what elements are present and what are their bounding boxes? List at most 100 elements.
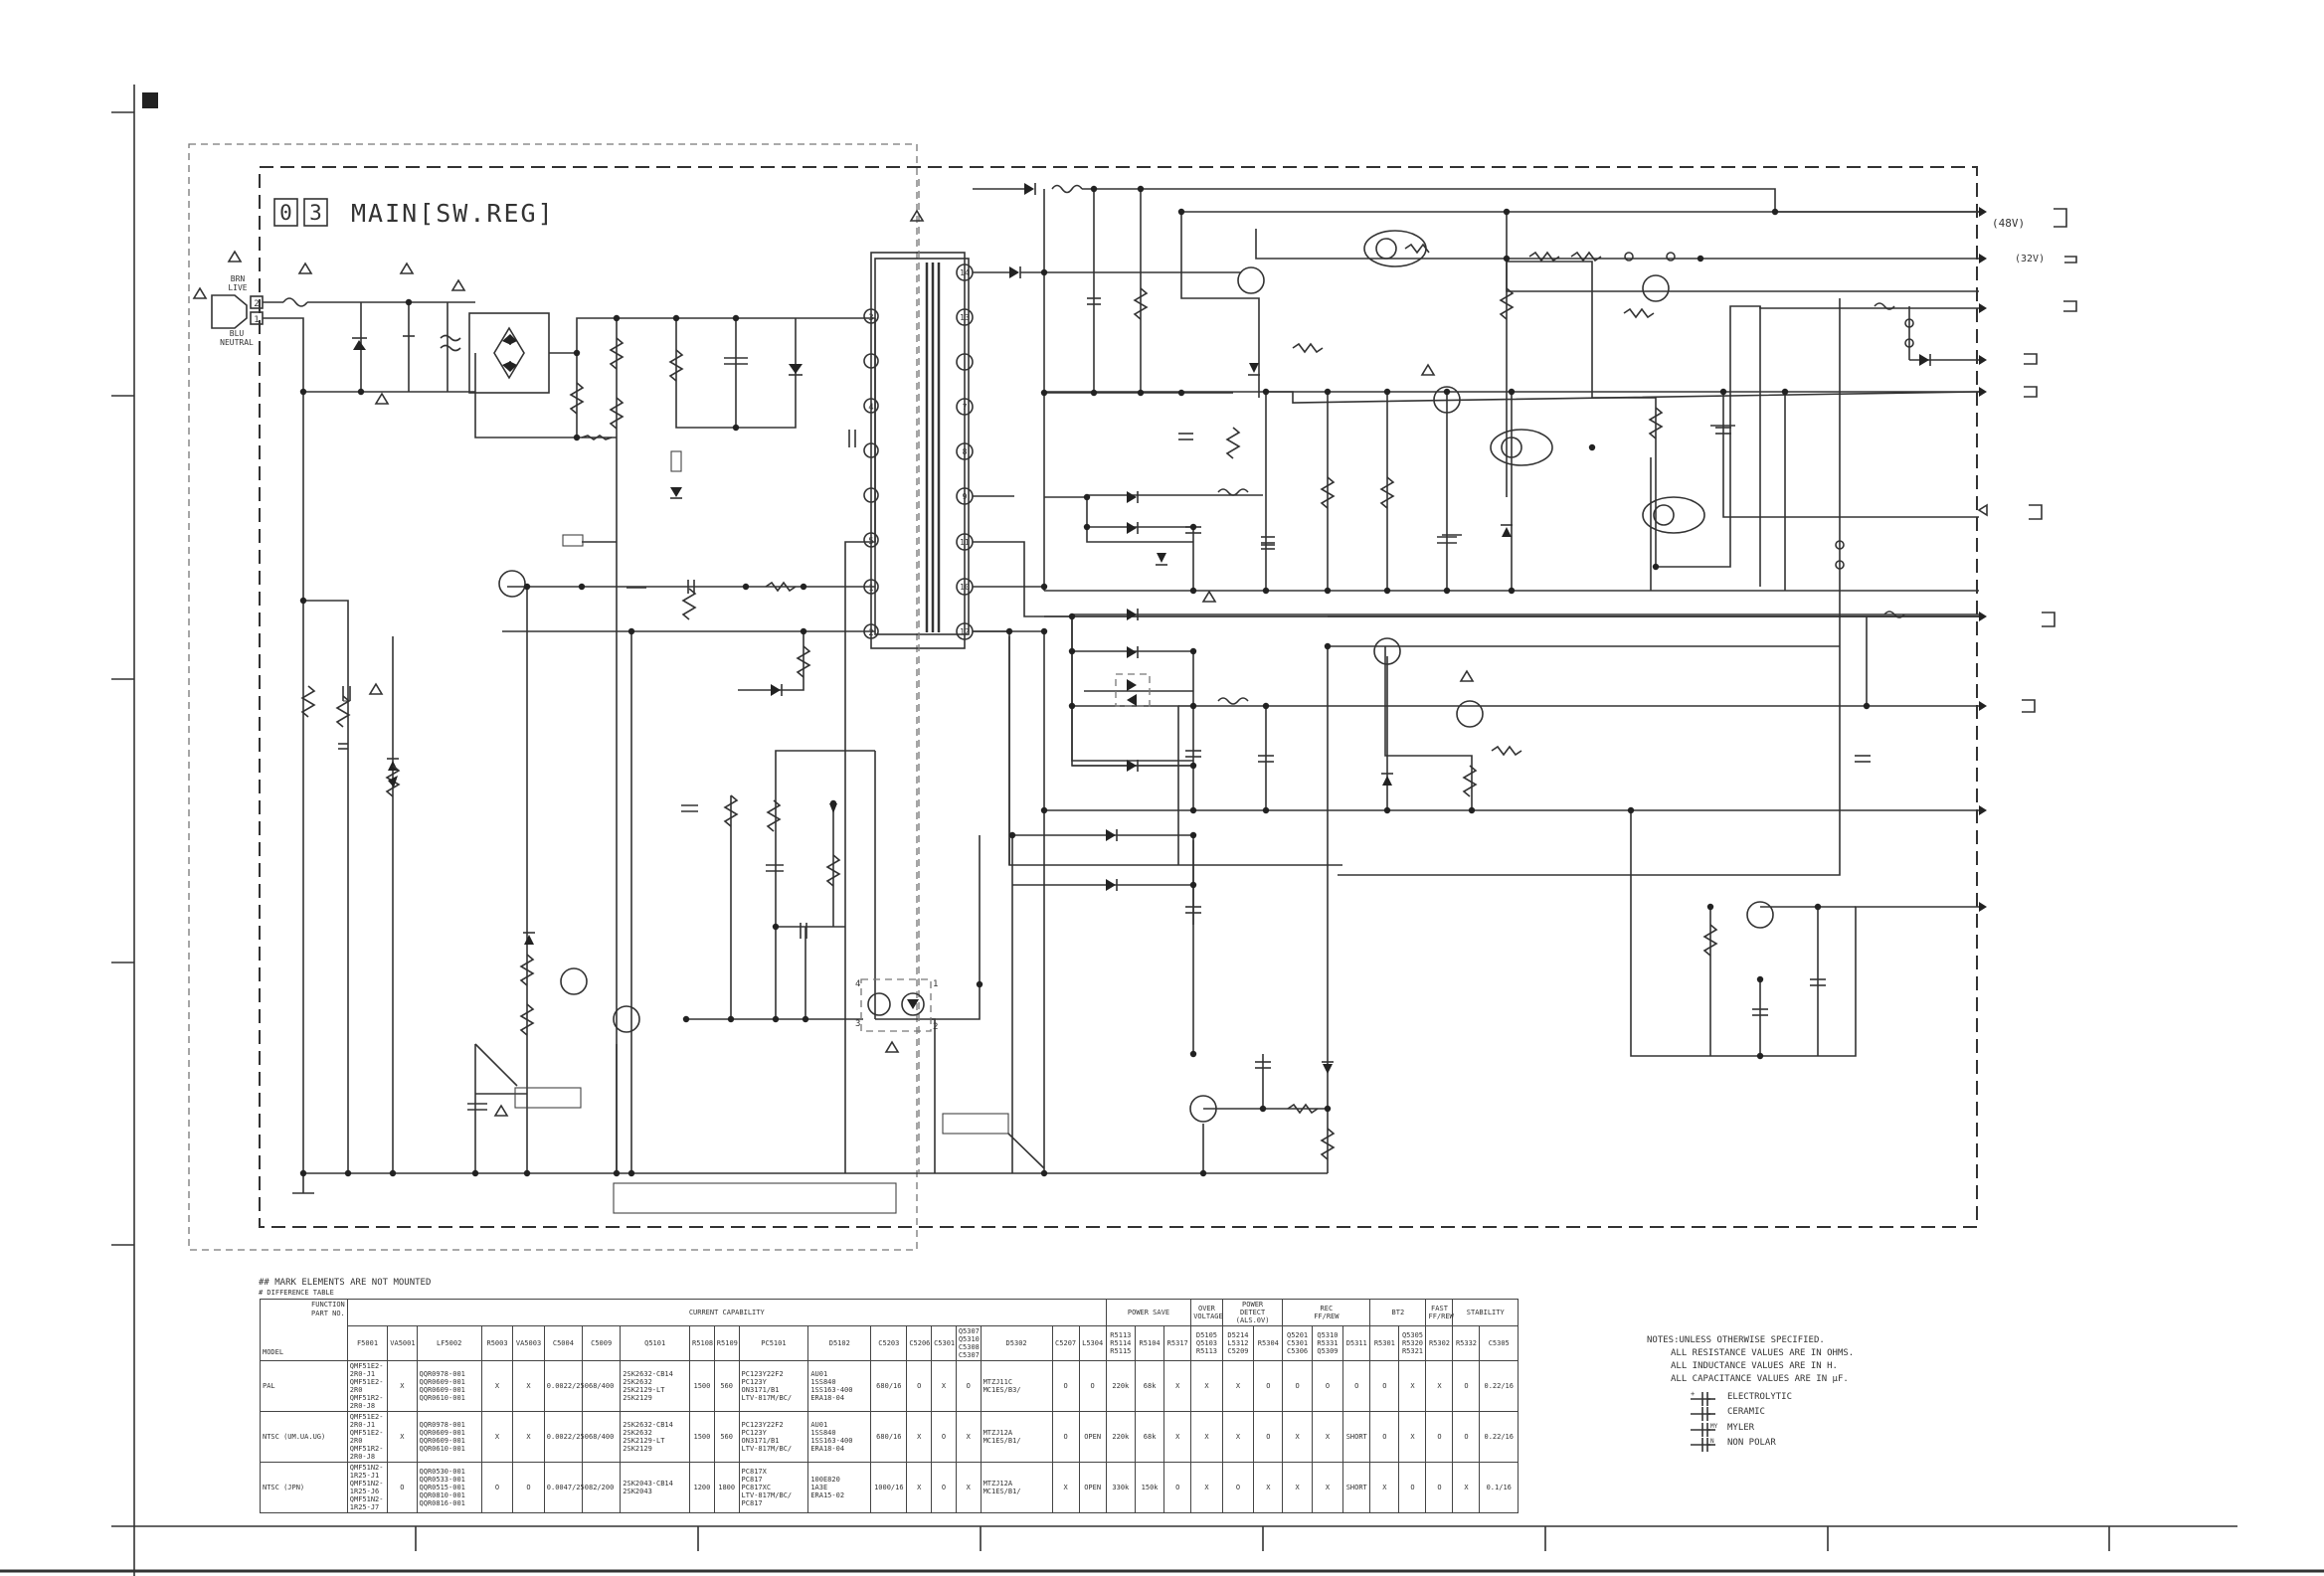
output-32v-label: (32V) xyxy=(2015,254,2045,264)
table-cell: AU01 1SS840 1SS163-400 ERA18-04 xyxy=(807,1360,872,1412)
model-cell: NTSC (UM.UA.UG) xyxy=(260,1411,348,1463)
table-cell: X xyxy=(1253,1462,1284,1513)
transformer-left-pins: 3 4 5 1 2 xyxy=(863,308,879,639)
table-cell: 560 xyxy=(713,1360,740,1412)
table-cell: QMF51E2-2R0-J1 QMF51E2-2R0 QMF51R2-2R0-J… xyxy=(346,1360,389,1412)
legend-myler-mark: MY xyxy=(1710,1423,1718,1430)
table-cell: 0.0022/250 xyxy=(543,1360,589,1412)
table-cell: 0.1/16 xyxy=(1479,1462,1519,1513)
bridge-rectifier xyxy=(468,312,550,394)
notes-inductance: ALL INDUCTANCE VALUES ARE IN H. xyxy=(1671,1361,1838,1371)
corner-model-label: MODEL xyxy=(263,1348,284,1356)
connector-pin-1: 1 xyxy=(254,315,259,325)
column-header: Q5201 C5301 C5306 xyxy=(1282,1325,1313,1361)
column-header: PC5101 xyxy=(738,1325,809,1361)
table-cell: 68k xyxy=(1134,1411,1165,1463)
safety-marks xyxy=(192,209,1475,1117)
column-header: C5004 xyxy=(543,1325,584,1361)
table-cell: O xyxy=(1163,1462,1192,1513)
svg-text:13: 13 xyxy=(960,313,970,322)
table-cell: O xyxy=(1425,1462,1454,1513)
notes-header: NOTES:UNLESS OTHERWISE SPECIFIED. xyxy=(1647,1335,1825,1345)
column-header: L5304 xyxy=(1078,1325,1107,1361)
table-cell: O xyxy=(387,1462,418,1513)
table-cell: X xyxy=(906,1462,933,1513)
column-header: R5003 xyxy=(480,1325,514,1361)
column-header: D5102 xyxy=(807,1325,872,1361)
table-cell: 1000/16 xyxy=(870,1462,908,1513)
corner-part-no-label: PART NO. xyxy=(311,1310,345,1317)
legend-ceramic: CERAMIC xyxy=(1727,1407,1765,1417)
group-power-detect: POWER DETECT (ALS.0V) xyxy=(1221,1299,1284,1326)
difference-table-label: # DIFFERENCE TABLE xyxy=(259,1289,334,1297)
table-cell: QMF51E2-2R0-J1 QMF51E2-2R0 QMF51R2-2R0-J… xyxy=(346,1411,389,1463)
table-cell: PC123Y22F2 PC123Y ON3171/B1 LTV-817M/BC/ xyxy=(738,1360,809,1412)
table-cell: 560 xyxy=(713,1411,740,1463)
table-cell: 2SK2043-CB14 2SK2043 xyxy=(620,1462,691,1513)
table-cell: X xyxy=(480,1360,514,1412)
table-cell: O xyxy=(1311,1360,1344,1412)
table-cell: MTZJ12A MC1ES/B1/ xyxy=(980,1462,1053,1513)
svg-text:11: 11 xyxy=(960,538,970,547)
table-cell: O xyxy=(480,1462,514,1513)
table-cell: QQR0978-001 QQR0609-001 QQR0609-001 QQR0… xyxy=(416,1360,482,1412)
table-cell: QQR0530-001 QQR0533-001 QQR0515-001 QQR0… xyxy=(416,1462,482,1513)
legend-nonpolar-mark: N xyxy=(1710,1438,1714,1445)
table-cell: O xyxy=(1398,1462,1427,1513)
legend-electrolytic: ELECTROLYTIC xyxy=(1727,1392,1793,1402)
table-cell: O xyxy=(906,1360,933,1412)
feedback-photocoupler: 4 1 3 2 xyxy=(855,978,938,1032)
fuse-symbol xyxy=(282,297,308,307)
board-outline xyxy=(259,166,1978,1228)
group-current-capability: CURRENT CAPABILITY xyxy=(346,1299,1107,1326)
column-header: R5301 xyxy=(1369,1325,1400,1361)
legend-symbols: + MY N xyxy=(1691,1390,1718,1452)
table-cell: 82/200 xyxy=(582,1462,622,1513)
column-header: R5332 xyxy=(1452,1325,1481,1361)
table-cell: O xyxy=(1078,1360,1107,1412)
table-cell: O xyxy=(512,1462,545,1513)
table-cell: 68/400 xyxy=(582,1411,622,1463)
table-cell: 330k xyxy=(1105,1462,1136,1513)
table-cell: 2SK2632-CB14 2SK2632 2SK2129-LT 2SK2129 xyxy=(620,1360,691,1412)
svg-text:1: 1 xyxy=(933,979,938,989)
secondary-wiring xyxy=(930,183,1980,1173)
table-cell: O xyxy=(1369,1360,1400,1412)
table-cell: X xyxy=(512,1411,545,1463)
column-header: R5317 xyxy=(1163,1325,1192,1361)
not-mounted-note: ## MARK ELEMENTS ARE NOT MOUNTED xyxy=(259,1278,431,1288)
table-cell: X xyxy=(1221,1360,1255,1412)
table-cell: 680/16 xyxy=(870,1411,908,1463)
column-header: C5305 xyxy=(1479,1325,1519,1361)
table-corner-cell: FUNCTION PART NO. MODEL xyxy=(260,1299,348,1361)
table-cell: O xyxy=(931,1411,957,1463)
group-stability: STABILITY xyxy=(1452,1299,1519,1326)
column-header: D5105 Q5103 R5113 xyxy=(1190,1325,1223,1361)
svg-text:1: 1 xyxy=(868,584,873,594)
table-cell: O xyxy=(1342,1360,1371,1412)
table-cell: 220k xyxy=(1105,1360,1136,1412)
table-cell: 1200 xyxy=(689,1462,715,1513)
table-cell: AU01 1SS840 1SS163-400 ERA18-04 xyxy=(807,1411,872,1463)
table-cell: QQR0978-001 QQR0609-001 QQR0609-001 QQR0… xyxy=(416,1411,482,1463)
column-header: C5206 xyxy=(906,1325,933,1361)
photocoupler-mid xyxy=(1490,429,1553,466)
table-cell: X xyxy=(1190,1360,1223,1412)
table-row: NTSC (UM.UA.UG)QMF51E2-2R0-J1 QMF51E2-2R… xyxy=(260,1411,1519,1463)
table-cell: 680/16 xyxy=(870,1360,908,1412)
primary-components xyxy=(300,334,856,1111)
column-header: Q5307 Q5310 C5308 C5307 xyxy=(955,1325,982,1361)
table-cell: X xyxy=(1311,1462,1344,1513)
table-cell: X xyxy=(1282,1411,1313,1463)
corner-function-label: FUNCTION xyxy=(311,1301,345,1309)
column-header: C5009 xyxy=(582,1325,622,1361)
group-fast-ff-rew: FAST FF/REW xyxy=(1425,1299,1454,1326)
column-header: C5203 xyxy=(870,1325,908,1361)
notes-resistance: ALL RESISTANCE VALUES ARE IN OHMS. xyxy=(1671,1348,1855,1358)
photocoupler-48v xyxy=(1363,230,1427,267)
column-header: C5207 xyxy=(1051,1325,1080,1361)
column-header: D5302 xyxy=(980,1325,1053,1361)
primary-wiring xyxy=(263,297,1328,1194)
